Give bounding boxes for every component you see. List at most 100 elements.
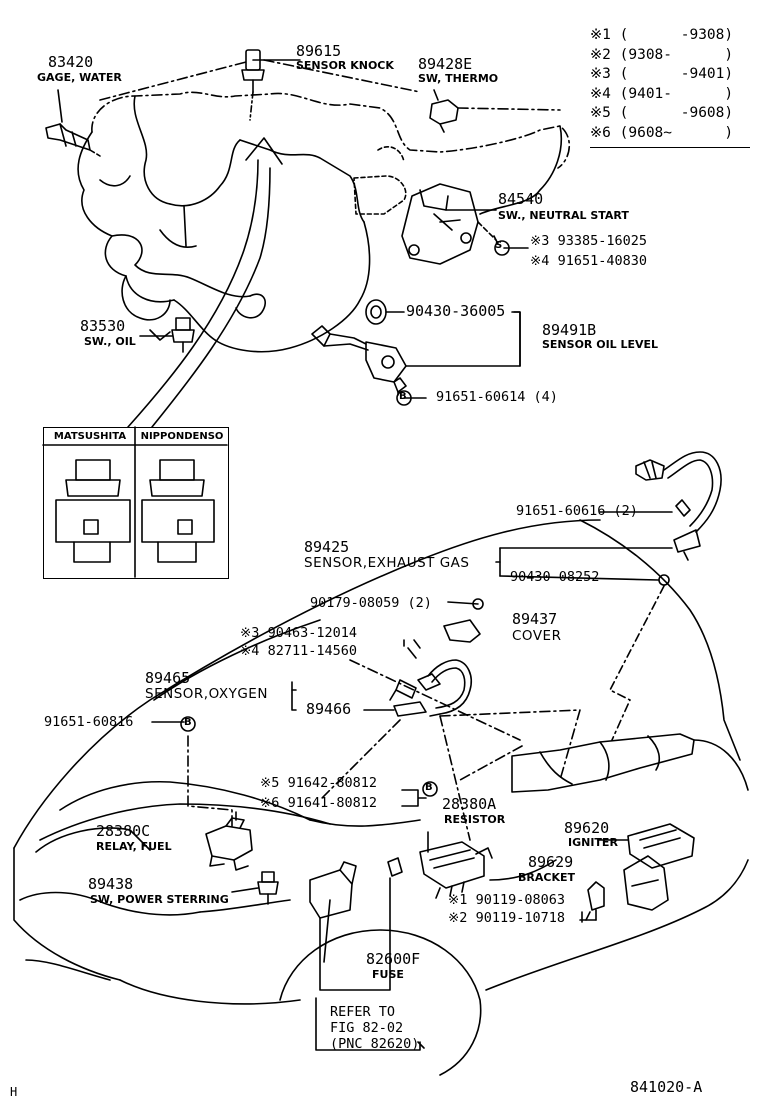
part-number-90430-36005[interactable]: 90430-36005 <box>406 302 506 320</box>
sensor-variant-inset: MATSUSHITA NIPPONDENSO <box>43 427 229 579</box>
callout-arrow <box>127 137 283 428</box>
part-name-sensor-exhaust-gas: SENSOR,EXHAUST GAS <box>304 555 470 571</box>
inset-label-matsushita: MATSUSHITA <box>53 431 127 442</box>
legend-row: ※2 (9308- ) <box>590 46 750 66</box>
legend-mark: ※1 <box>590 27 611 43</box>
part-number-89615[interactable]: 89615 <box>296 42 342 60</box>
part-name-igniter: IGNITER <box>568 836 618 849</box>
legend-range: (9308- ) <box>619 46 734 63</box>
part-number-89491B[interactable]: 89491B <box>542 321 597 339</box>
part-number-91642-80812[interactable]: ※5 91642-80812 <box>260 775 377 791</box>
part-number-91651-60816[interactable]: 91651-60816 <box>44 714 134 730</box>
part-name-sw-oil: SW., OIL <box>84 335 136 348</box>
part-number-93385-16025[interactable]: ※3 93385-16025 <box>530 233 647 249</box>
bracket-89491B <box>513 311 521 367</box>
part-name-sensor-knock: SENSOR KNOCK <box>296 59 394 72</box>
part-number-91651-40830[interactable]: ※4 91651-40830 <box>530 253 647 269</box>
part-number-90430-08252[interactable]: 90430-08252 <box>510 569 600 585</box>
marker-circles <box>180 240 510 1049</box>
power-steering-switch-part <box>231 871 279 905</box>
corner-mark: H <box>10 1085 18 1099</box>
part-number-83420[interactable]: 83420 <box>48 53 94 71</box>
part-name-sensor-oil-level: SENSOR OIL LEVEL <box>542 338 659 351</box>
part-name-gage-water: GAGE, WATER <box>37 71 122 84</box>
bracket-part <box>579 855 669 921</box>
exhaust-gas-sensor-part <box>609 451 722 741</box>
legend-mark: ※5 <box>590 105 611 121</box>
part-name-bracket: BRACKET <box>518 871 575 884</box>
part-number-89465[interactable]: 89465 <box>145 669 191 687</box>
relay-fuel-part <box>205 811 253 871</box>
part-number-28380A[interactable]: 28380A <box>442 795 497 813</box>
part-number-90119-10718[interactable]: ※2 90119-10718 <box>448 910 565 926</box>
neutral-start-switch-part <box>401 183 497 265</box>
part-name-resistor: RESISTOR <box>444 813 506 826</box>
oxygen-sensor-part <box>389 598 484 717</box>
legend-mark: ※6 <box>590 124 611 141</box>
part-number-89428E[interactable]: 89428E <box>418 55 473 73</box>
part-number-90119-08063[interactable]: ※1 90119-08063 <box>448 892 565 908</box>
part-number-91651-60616[interactable]: 91651-60616 (2) <box>516 503 638 519</box>
part-number-90179-08059[interactable]: 90179-08059 (2) <box>310 595 432 611</box>
part-number-89437[interactable]: 89437 <box>512 610 558 628</box>
legend-range: ( -9401) <box>619 66 734 82</box>
part-number-89438[interactable]: 89438 <box>88 875 134 893</box>
part-name-sw-thermo: SW, THERMO <box>418 72 499 85</box>
part-number-89466[interactable]: 89466 <box>306 700 352 718</box>
figure-code: 841020-A <box>630 1078 703 1096</box>
legend-mark: ※4 <box>590 85 611 102</box>
legend-row: ※1 ( -9308) <box>590 26 750 46</box>
part-name-sw-power-steering: SW, POWER STERRING <box>90 893 229 906</box>
part-number-84540[interactable]: 84540 <box>498 190 544 208</box>
marker-b: B <box>184 717 192 728</box>
legend-row: ※3 ( -9401) <box>590 65 750 85</box>
part-number-89629[interactable]: 89629 <box>528 853 574 871</box>
part-number-89425[interactable]: 89425 <box>304 538 350 556</box>
oil-switch-part <box>139 317 195 353</box>
catalytic-converter-part <box>511 733 695 793</box>
part-number-28380C[interactable]: 28380C <box>96 822 151 840</box>
legend-row: ※4 (9401- ) <box>590 85 750 105</box>
fuse-box-part <box>309 857 403 991</box>
legend-mark: ※3 <box>590 66 611 82</box>
legend-range: ( -9308) <box>619 27 734 43</box>
part-number-90463-12014[interactable]: ※3 90463-12014 <box>240 625 357 641</box>
engine-block-outline <box>77 91 570 353</box>
refer-line-2[interactable]: FIG 82-02 <box>330 1020 404 1036</box>
resistor-part <box>419 831 493 899</box>
refer-box <box>315 997 421 1051</box>
marker-s: S <box>495 240 503 251</box>
refer-line-3[interactable]: (PNC 82620) <box>330 1036 420 1052</box>
part-number-91641-80812[interactable]: ※6 91641-80812 <box>260 795 377 811</box>
part-name-sw-neutral-start: SW., NEUTRAL START <box>498 209 629 222</box>
part-name-cover: COVER <box>512 628 562 644</box>
legend-mark: ※2 <box>590 46 611 63</box>
knock-sensor-part <box>241 49 301 121</box>
refer-line-1[interactable]: REFER TO <box>330 1004 396 1020</box>
marker-b: B <box>399 391 407 402</box>
inset-sensor-drawings <box>42 426 228 578</box>
gage-water-part <box>45 89 101 157</box>
legend-range: (9608~ ) <box>619 124 734 141</box>
legend-row: ※6 (9608~ ) <box>590 124 750 144</box>
car-body-outline <box>13 519 749 1076</box>
legend-table: ※1 ( -9308) ※2 (9308- ) ※3 ( -9401) ※4 (… <box>590 26 750 148</box>
part-number-91651-60614[interactable]: 91651-60614 (4) <box>436 389 558 405</box>
part-name-sensor-oxygen: SENSOR,OXYGEN <box>145 686 268 702</box>
legend-range: ( -9608) <box>619 105 734 121</box>
leader-lines-top <box>99 59 561 111</box>
part-name-relay-fuel: RELAY, FUEL <box>96 840 172 853</box>
part-number-82600F[interactable]: 82600F <box>366 950 421 968</box>
igniter-part <box>597 823 695 869</box>
part-number-82711-14560[interactable]: ※4 82711-14560 <box>240 643 357 659</box>
legend-row: ※5 ( -9608) <box>590 104 750 124</box>
inset-label-nippondenso: NIPPONDENSO <box>140 431 224 442</box>
thermo-switch-part <box>429 89 459 133</box>
part-name-fuse: FUSE <box>372 968 404 981</box>
legend-range: (9401- ) <box>619 85 734 102</box>
marker-b: B <box>425 782 433 793</box>
part-number-83530[interactable]: 83530 <box>80 317 126 335</box>
part-number-89620[interactable]: 89620 <box>564 819 610 837</box>
